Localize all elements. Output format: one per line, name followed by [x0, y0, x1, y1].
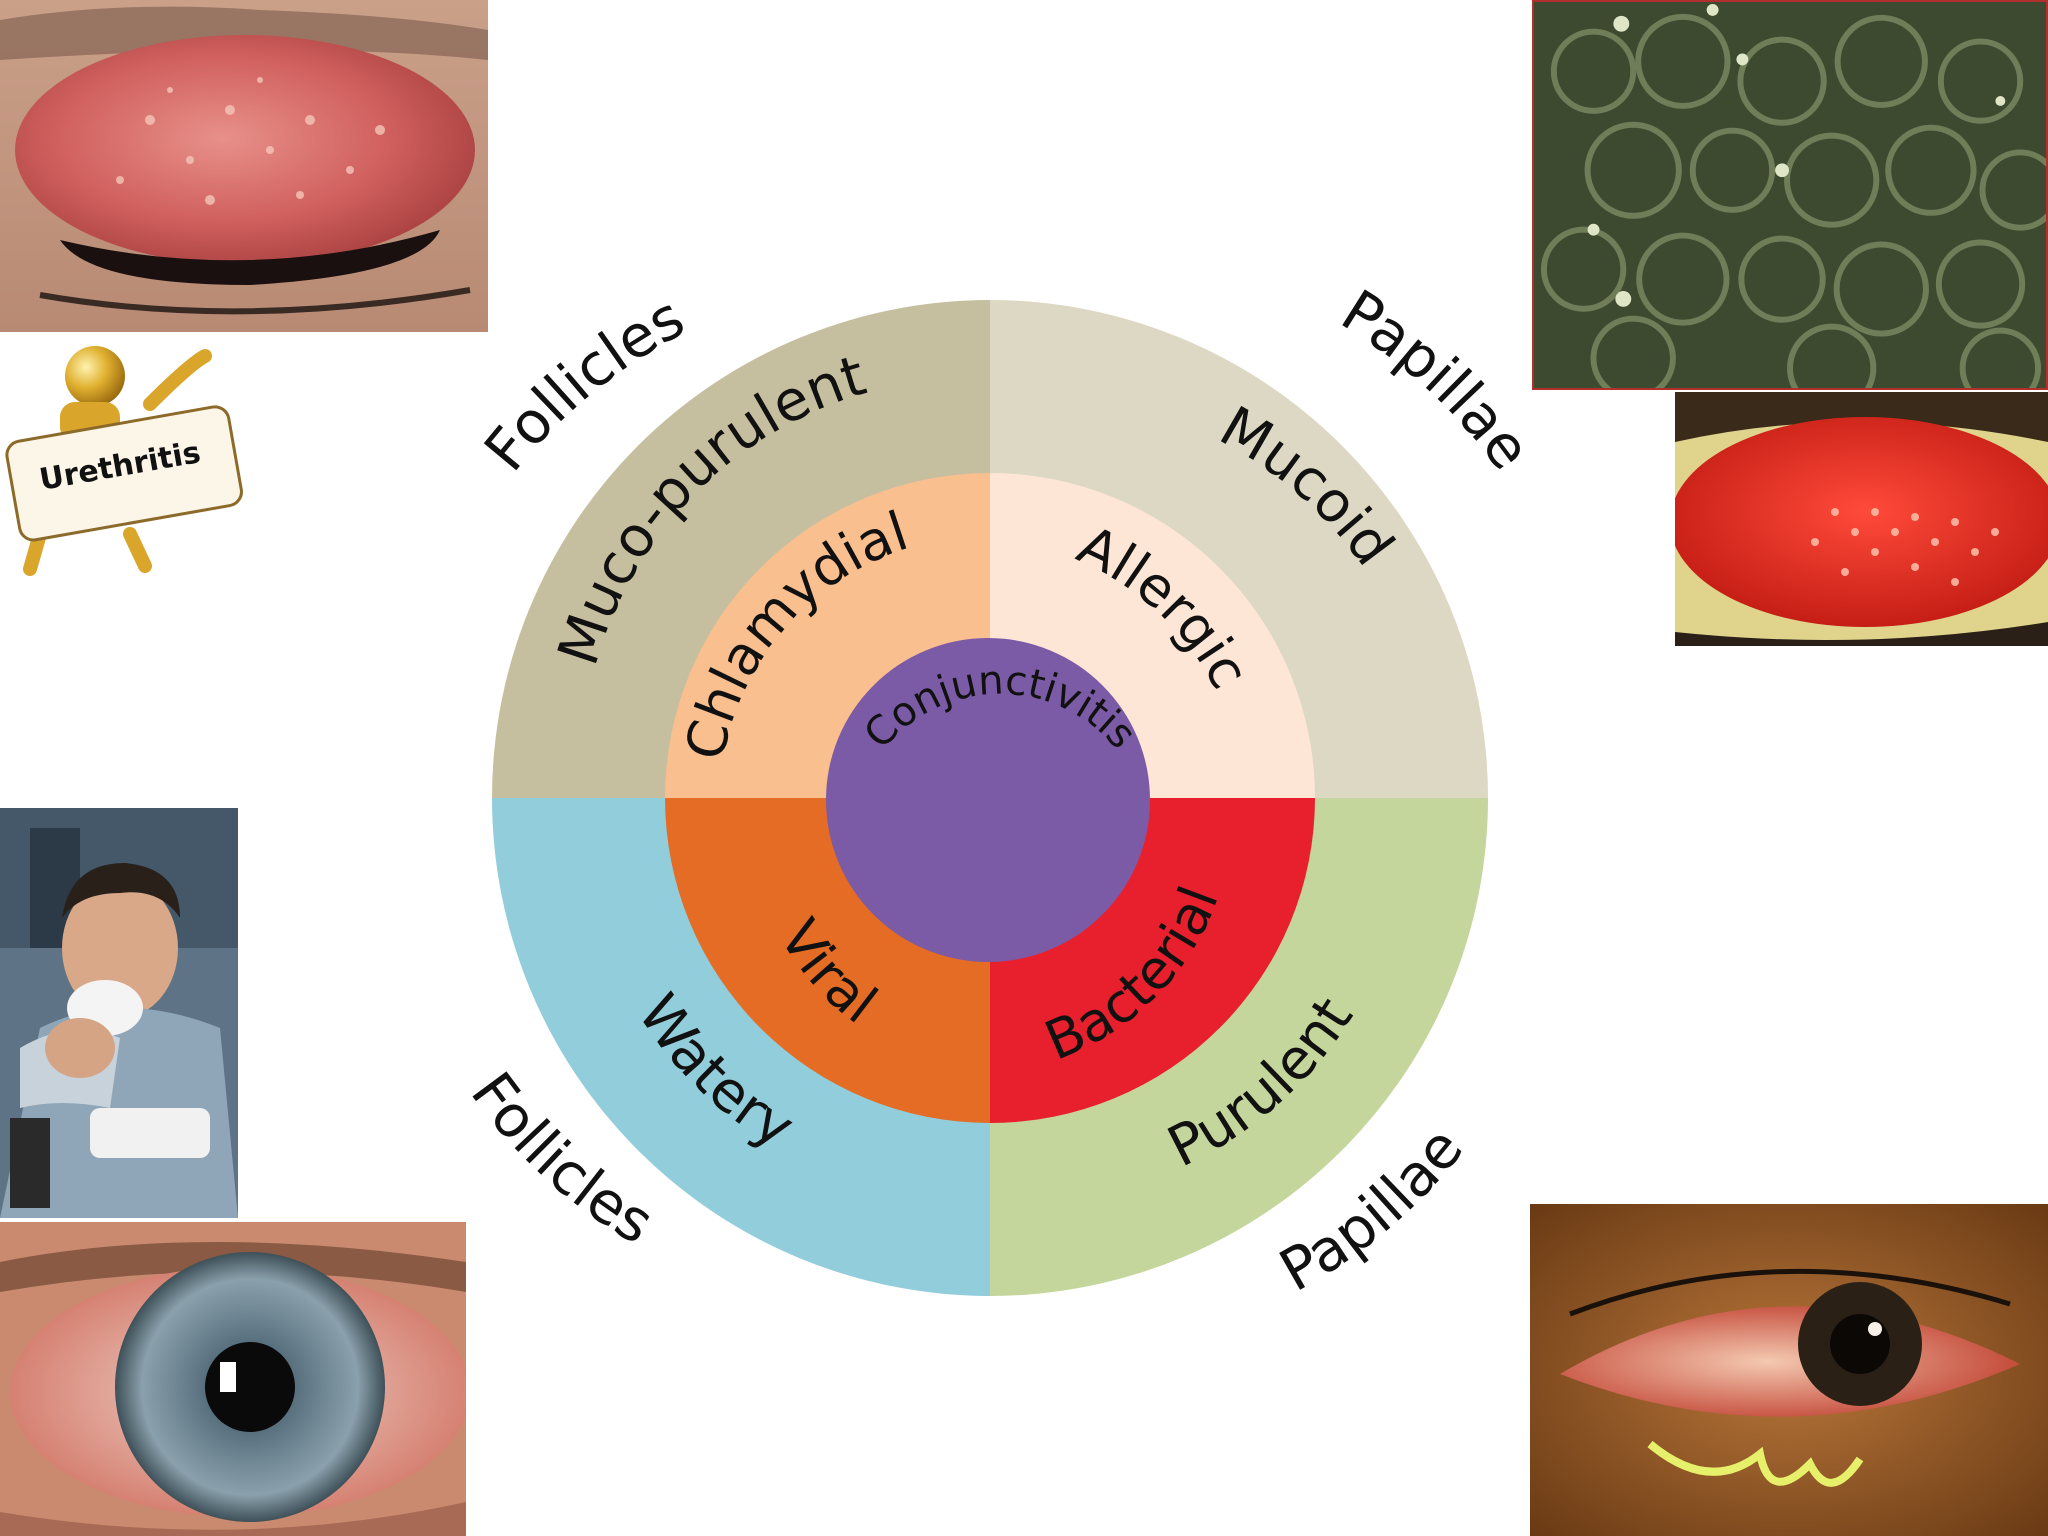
viral-red-eye-photo [0, 1222, 466, 1536]
svg-text:Papillae: Papillae [1330, 276, 1544, 481]
center-circle [826, 638, 1150, 962]
corner-label-papillae-top: Papillae [1330, 276, 1544, 481]
bacterial-discharge-eye-photo [1530, 1204, 2048, 1536]
urethritis-sign-image: Urethritis [0, 344, 245, 578]
papillae-eyelid-photo [1675, 392, 2048, 646]
papillae-fluorescein-photo [1532, 0, 2048, 390]
man-with-cold-photo [0, 808, 238, 1218]
follicles-eyelid-photo [0, 0, 488, 332]
